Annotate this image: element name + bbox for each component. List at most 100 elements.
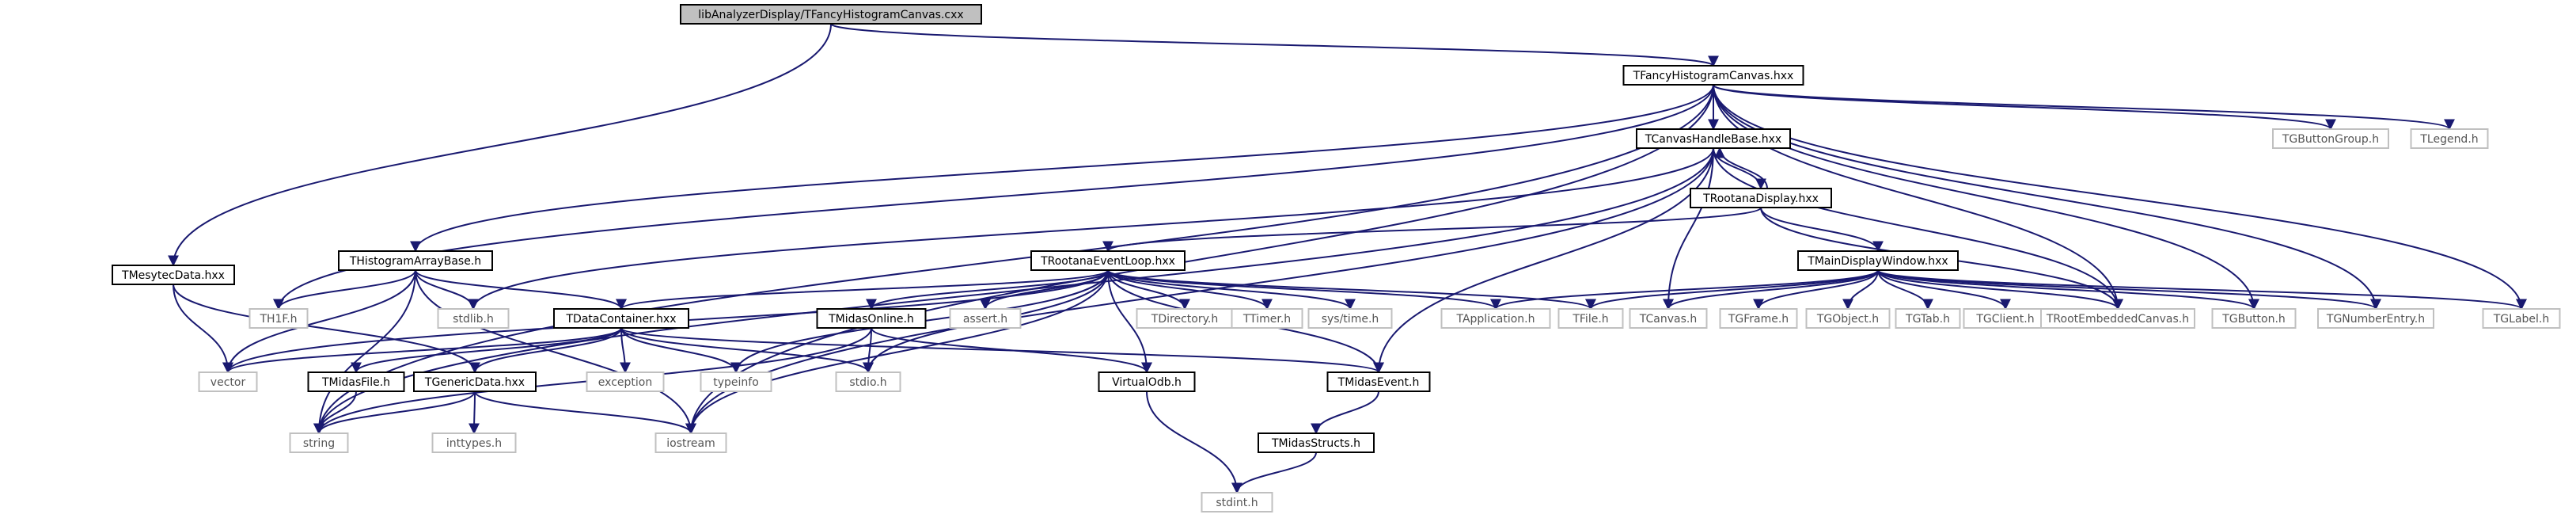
node-label: TLegend.h: [2419, 133, 2478, 146]
node-label: stdio.h: [849, 376, 886, 389]
node-box: [1326, 371, 1431, 392]
node-box: [2482, 308, 2561, 329]
node-box: [1098, 371, 1196, 392]
node-box: [1622, 65, 1804, 86]
node-label: THistogramArrayBase.h: [349, 255, 481, 268]
edge-chb-to-tcanvas: [1663, 147, 1714, 311]
node-sys-time-h: sys/time.h: [1307, 308, 1393, 329]
node-label: TGButton.h: [2221, 313, 2286, 326]
edge-tgd-to-inttypes: [469, 391, 480, 435]
node-trootembeddedcanvas-h: TRootEmbeddedCanvas.h: [2040, 308, 2195, 329]
node-th1f-h: TH1F.h: [248, 308, 309, 329]
node-label: libAnalyzerDisplay/TFancyHistogramCanvas…: [698, 9, 963, 21]
node-box: [816, 308, 927, 329]
node-box: [553, 308, 689, 329]
edge-fhc-to-th1f: [273, 84, 1714, 311]
node-box: [949, 308, 1022, 329]
node-box: [1895, 308, 1961, 329]
edge-trd-to-chb: [1714, 147, 1768, 189]
node-label: TFile.h: [1572, 313, 1608, 326]
node-libanalyzerdisplay-tfancyhistogramcanvas-cxx[interactable]: libAnalyzerDisplay/TFancyHistogramCanvas…: [680, 4, 982, 25]
node-box: [2317, 308, 2434, 329]
node-box: [307, 371, 405, 392]
node-label: stdint.h: [1216, 497, 1258, 509]
edge-mdw-to-trec: [1877, 269, 2123, 311]
node-box: [413, 371, 537, 392]
node-tmesytecdata-hxx[interactable]: TMesytecData.hxx: [112, 265, 235, 285]
node-tmidasevent-h[interactable]: TMidasEvent.h: [1326, 371, 1431, 392]
node-trootanadisplay-hxx[interactable]: TRootanaDisplay.hxx: [1690, 188, 1832, 208]
node-stdio-h: stdio.h: [835, 371, 901, 392]
edge-mtd-to-vector: [173, 284, 233, 374]
node-stdint-h: stdint.h: [1201, 492, 1273, 512]
node-box: [654, 432, 727, 453]
edge-mdw-to-tframe: [1753, 269, 1879, 311]
node-box: [1805, 308, 1891, 329]
node-tfancyhistogramcanvas-hxx[interactable]: TFancyHistogramCanvas.hxx: [1622, 65, 1804, 86]
edge-hab-to-stdlib: [415, 269, 479, 311]
edge-fhc-to-trec: [1713, 84, 2123, 311]
node-label: TGLabel.h: [2493, 313, 2550, 326]
node-thistogramarraybase-h[interactable]: THistogramArrayBase.h: [338, 250, 493, 271]
node-box: [1629, 308, 1708, 329]
edge-mdw-to-tapp: [1490, 269, 1879, 311]
edge-mdw-to-ttab: [1877, 269, 1933, 311]
node-box: [1307, 308, 1393, 329]
node-tmidasonline-h[interactable]: TMidasOnline.h: [816, 308, 927, 329]
node-label: TRootanaDisplay.hxx: [1702, 192, 1819, 205]
node-label: TTimer.h: [1242, 313, 1291, 326]
node-assert-h: assert.h: [949, 308, 1022, 329]
node-typeinfo: typeinfo: [700, 371, 772, 392]
node-label: assert.h: [963, 313, 1007, 326]
node-tmidasfile-h[interactable]: TMidasFile.h: [307, 371, 405, 392]
node-tdirectory-h: TDirectory.h: [1136, 308, 1234, 329]
node-label: TDirectory.h: [1151, 313, 1218, 326]
node-box: [1690, 188, 1832, 208]
node-tmidasstructs-h[interactable]: TMidasStructs.h: [1258, 432, 1375, 453]
node-label: TCanvasHandleBase.hxx: [1645, 133, 1781, 146]
node-box: [2211, 308, 2297, 329]
node-label: TGFrame.h: [1728, 313, 1789, 326]
node-vector: vector: [198, 371, 258, 392]
edge-fhc-to-tbtn: [1713, 84, 2259, 311]
node-tgenericdata-hxx[interactable]: TGenericData.hxx: [413, 371, 537, 392]
node-box: [1231, 308, 1303, 329]
node-tgframe-h: TGFrame.h: [1719, 308, 1798, 329]
node-label: TMidasEvent.h: [1337, 376, 1420, 389]
node-box: [586, 371, 665, 392]
node-label: TMidasOnline.h: [828, 313, 914, 326]
edge-root-to-fhc: [830, 23, 1719, 67]
edge-trd-to-mdw: [1760, 207, 1884, 253]
node-tgtab-h: TGTab.h: [1895, 308, 1961, 329]
node-inttypes-h: inttypes.h: [431, 432, 517, 453]
edge-rel-to-tfile: [1107, 269, 1596, 311]
node-box: [2410, 128, 2489, 149]
node-label: TRootEmbeddedCanvas.h: [2046, 313, 2189, 326]
node-tmaindisplaywindow-hxx[interactable]: TMainDisplayWindow.hxx: [1797, 250, 1959, 271]
node-box: [680, 4, 982, 25]
node-label: typeinfo: [713, 376, 759, 389]
node-tdatacontainer-hxx[interactable]: TDataContainer.hxx: [553, 308, 689, 329]
edge-mdw-to-tcanvas: [1663, 269, 1879, 311]
node-trootanaeventloop-hxx[interactable]: TRootanaEventLoop.hxx: [1030, 250, 1186, 271]
node-box: [1557, 308, 1624, 329]
node-box: [1440, 308, 1551, 329]
edge-tgd-to-string: [313, 391, 476, 435]
node-label: TRootanaEventLoop.hxx: [1040, 255, 1175, 268]
node-virtualodb-h[interactable]: VirtualOdb.h: [1098, 371, 1196, 392]
edge-mtd-to-tgd: [173, 284, 480, 374]
node-label: TGenericData.hxx: [424, 376, 525, 389]
node-string: string: [289, 432, 349, 453]
node-exception: exception: [586, 371, 665, 392]
edge-hab-to-th1f: [273, 269, 416, 311]
node-tgbutton-h: TGButton.h: [2211, 308, 2297, 329]
edge-mdw-to-tclient: [1877, 269, 2011, 311]
edge-hab-to-iostream: [415, 269, 696, 435]
node-ttimer-h: TTimer.h: [1231, 308, 1303, 329]
node-tgnumberentry-h: TGNumberEntry.h: [2317, 308, 2434, 329]
edge-chb-to-string: [313, 147, 1714, 435]
edge-mdw-to-tbtn: [1877, 269, 2259, 311]
node-tcanvashandlebase-hxx[interactable]: TCanvasHandleBase.hxx: [1636, 128, 1791, 149]
edge-mdw-to-tlabel: [1877, 269, 2527, 311]
edge-hab-to-vector: [222, 269, 416, 374]
